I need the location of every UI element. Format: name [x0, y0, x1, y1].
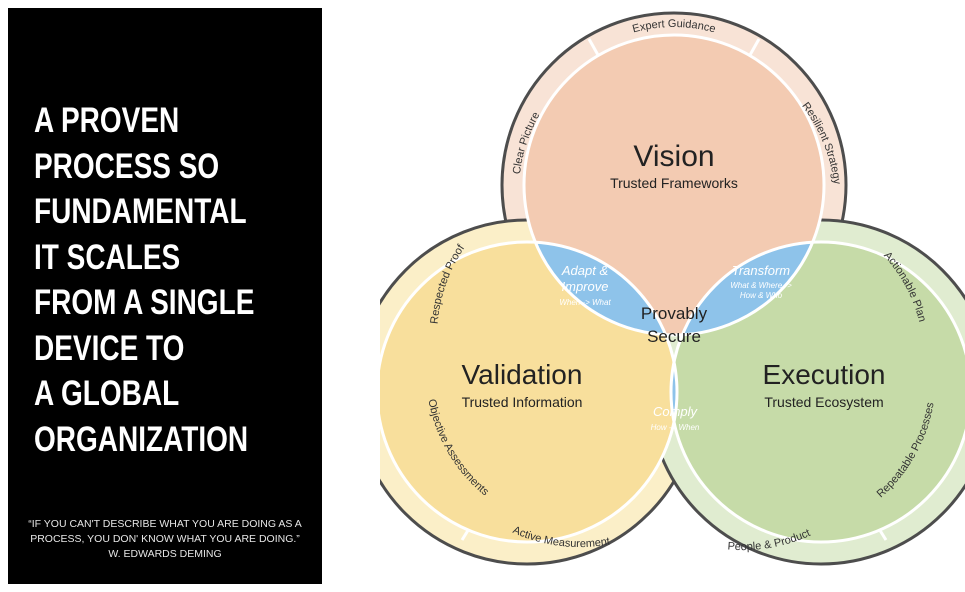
center-label-line2: Secure	[647, 327, 701, 346]
adapt-sub: When -> What	[559, 298, 611, 307]
venn-diagram: Vision Trusted Frameworks Validation Tru…	[380, 11, 965, 566]
headline-line: IT SCALES	[34, 237, 181, 277]
deming-quote: “IF YOU CAN'T DESCRIBE WHAT YOU ARE DOIN…	[8, 517, 322, 562]
quote-panel	[8, 8, 322, 584]
headline-line: A PROVEN	[34, 101, 180, 140]
vision-title: Vision	[633, 140, 714, 173]
headline-line: DEVICE TO	[34, 328, 185, 368]
transform-label: Transform	[732, 263, 790, 278]
comply-sub: How -> When	[651, 423, 700, 432]
circle-outlines	[380, 33, 965, 544]
headline-line: A GLOBAL	[34, 374, 180, 413]
vision-subtitle: Trusted Frameworks	[610, 175, 738, 191]
validation-title: Validation	[462, 359, 583, 390]
comply-label: Comply	[653, 404, 699, 419]
adapt-label-line1: Adapt &	[561, 263, 608, 278]
headline: A PROVEN PROCESS SO FUNDAMENTAL IT SCALE…	[34, 98, 254, 462]
quote-line: “IF YOU CAN'T DESCRIBE WHAT YOU ARE DOIN…	[28, 518, 302, 530]
adapt-label-line2: Improve	[562, 279, 609, 294]
quote-line: PROCESS, YOU DON' KNOW WHAT YOU ARE DOIN…	[30, 533, 300, 545]
headline-line: FUNDAMENTAL	[34, 192, 247, 231]
headline-line: ORGANIZATION	[34, 419, 249, 459]
validation-subtitle: Trusted Information	[462, 394, 583, 410]
headline-line: FROM A SINGLE	[34, 283, 255, 322]
transform-sub1: What & Where ->	[730, 281, 792, 290]
ring-label-expert-guidance: Expert Guidance	[631, 18, 717, 35]
execution-title: Execution	[763, 359, 886, 390]
quote-author: W. EDWARDS DEMING	[108, 548, 222, 560]
center-label-line1: Provably	[641, 304, 708, 323]
execution-subtitle: Trusted Ecosystem	[764, 394, 883, 410]
transform-sub2: How & Who	[740, 291, 783, 300]
headline-line: PROCESS SO	[34, 146, 220, 186]
